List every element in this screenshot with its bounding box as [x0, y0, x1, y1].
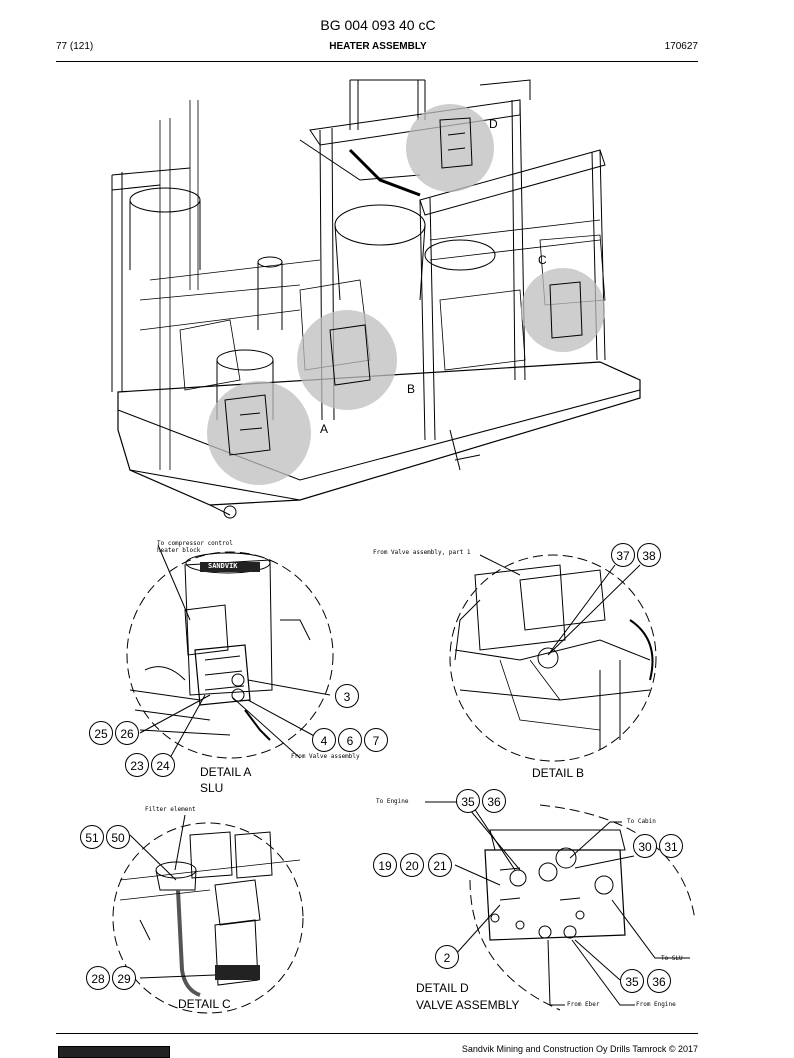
- item-bubble: 28: [86, 966, 110, 990]
- item-bubble: 23: [125, 753, 149, 777]
- detail-d-note-engine: To Engine: [376, 798, 409, 805]
- detail-b-note-top: From Valve assembly, part 1: [373, 549, 471, 556]
- item-bubble: 6: [338, 728, 362, 752]
- footer-copyright: Sandvik Mining and Construction Oy Drill…: [461, 1044, 698, 1054]
- detail-a-brand-label: SANDVIK: [208, 562, 238, 570]
- item-bubble: 2: [435, 945, 459, 969]
- item-bubble: 4: [312, 728, 336, 752]
- item-bubble: 37: [611, 543, 635, 567]
- detail-a-drawing: [126, 544, 334, 768]
- item-bubble: 25: [89, 721, 113, 745]
- detail-a-title: DETAIL A: [200, 765, 252, 779]
- callout-letter-b: B: [407, 382, 416, 396]
- footer-rule: [56, 1033, 698, 1034]
- detail-c-drawing: [112, 814, 304, 1014]
- detail-d-note-slu: To SLU: [661, 955, 683, 962]
- item-bubble: 19: [373, 853, 397, 877]
- item-bubble: 20: [400, 853, 424, 877]
- item-bubble: 7: [364, 728, 388, 752]
- detail-a-note-bottom: From Valve assembly: [291, 753, 360, 760]
- item-bubble: 26: [115, 721, 139, 745]
- item-bubble: 35: [620, 969, 644, 993]
- item-bubble: 29: [112, 966, 136, 990]
- item-bubble: 36: [482, 789, 506, 813]
- item-bubble: 35: [456, 789, 480, 813]
- detail-b-drawing: [449, 554, 657, 762]
- callout-letter-d: D: [489, 117, 498, 131]
- header-rule: [56, 61, 698, 62]
- machine-overview-drawing: [111, 79, 641, 519]
- company-logo: [58, 1046, 170, 1058]
- callout-letter-c: C: [538, 253, 547, 267]
- callout-letter-a: A: [320, 422, 329, 436]
- document-id: BG 004 093 40 cC: [320, 17, 436, 33]
- revision-code: 170627: [664, 41, 698, 52]
- item-bubble: 31: [659, 834, 683, 858]
- detail-d-note-cabin: To Cabin: [627, 818, 656, 825]
- detail-a-note-top: To compressor control heater block: [157, 540, 233, 554]
- detail-d-drawing: [425, 801, 696, 1011]
- detail-b-title: DETAIL B: [532, 766, 585, 780]
- item-bubble: 50: [106, 825, 130, 849]
- detail-c-title: DETAIL C: [178, 997, 231, 1011]
- detail-d-note-eber: From Eber: [567, 1001, 600, 1008]
- item-bubble: 51: [80, 825, 104, 849]
- detail-c-note-top: Filter element: [145, 806, 196, 813]
- item-bubble: 24: [151, 753, 175, 777]
- detail-d-title: DETAIL D: [416, 981, 469, 995]
- page-number: 77 (121): [56, 41, 94, 52]
- section-title: HEATER ASSEMBLY: [329, 41, 427, 52]
- detail-d-note-from-engine: From Engine: [636, 1001, 676, 1008]
- item-bubble: 30: [633, 834, 657, 858]
- item-bubble: 3: [335, 684, 359, 708]
- item-bubble: 21: [428, 853, 452, 877]
- detail-a-subtitle: SLU: [200, 781, 224, 795]
- item-bubble: 38: [637, 543, 661, 567]
- detail-d-subtitle: VALVE ASSEMBLY: [416, 998, 520, 1012]
- item-bubble: 36: [647, 969, 671, 993]
